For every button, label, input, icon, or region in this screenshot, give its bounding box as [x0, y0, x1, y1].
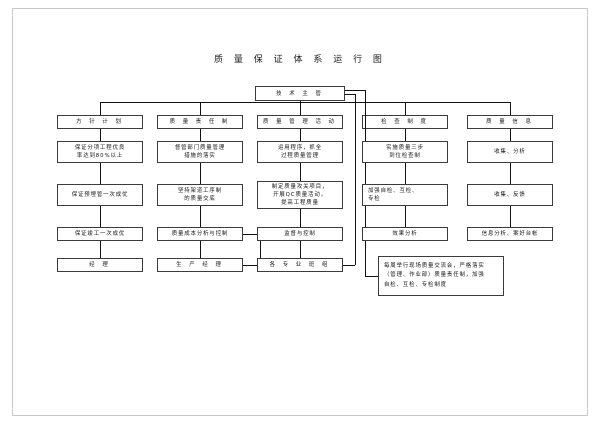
connector-bus-to-col3: [300, 102, 301, 115]
node-top-technical-director: 技 术 主 管: [255, 86, 345, 101]
node-c3-3-label: 监督与控制: [284, 231, 316, 237]
connector-feedback-riser: [355, 94, 356, 265]
node-c1-footer-label: 经 理: [89, 262, 111, 268]
connector-feedback-into-top: [345, 94, 355, 95]
node-c4-1-label: 实施质量三步 到位检查制: [386, 145, 424, 159]
column-header-5-label: 质 量 信 息: [486, 119, 534, 125]
column-header-4: 检 查 制 度: [362, 115, 448, 129]
node-c3-2-label: 制定质量攻关项目， 开展QC质量活动， 提高工程质量: [271, 184, 329, 206]
node-c5-3: 信息分析、案好台帐: [467, 227, 553, 241]
connector-main-bus: [100, 102, 510, 103]
connector-c3-n2-n3: [300, 209, 301, 227]
connector-note-out-top: [345, 90, 365, 91]
node-c5-1-label: 收集、分析: [494, 149, 526, 155]
node-c2-2-label: 坚持架道工序制 的质量交底: [177, 188, 223, 202]
connector-c5-h-n1: [510, 129, 511, 141]
node-c2-footer-label: 生 产 经 理: [176, 262, 224, 268]
node-c3-3: 监督与控制: [257, 227, 343, 241]
node-top-label: 技 术 主 管: [276, 90, 324, 97]
page-border: [12, 8, 588, 416]
connector-c2-n2-n3: [200, 206, 201, 227]
connector-bus-to-col4: [405, 102, 406, 115]
connector-c1-n3-footer: [100, 241, 101, 258]
column-header-5: 质 量 信 息: [467, 115, 553, 129]
node-c5-2-label: 收集、反馈: [494, 192, 526, 198]
node-c1-2: 保证预埋管一次成优: [57, 184, 143, 206]
column-header-3-label: 质 量 管 理 活 动: [263, 119, 337, 125]
connector-c2-riser-to-c3: [243, 234, 260, 235]
node-c2-footer: 生 产 经 理: [157, 258, 243, 272]
connector-c2-n1-n2: [200, 163, 201, 184]
node-c2-2: 坚持架道工序制 的质量交底: [157, 184, 243, 206]
connector-bus-to-col1: [100, 102, 101, 115]
node-c2-1: 督管部门质量管理 措施的落实: [157, 141, 243, 163]
node-c5-1: 收集、分析: [467, 141, 553, 163]
connector-c3-n1-n2: [300, 163, 301, 181]
connector-bus-to-col5: [510, 102, 511, 115]
connector-c1-n2-n3: [100, 206, 101, 227]
node-c4-1: 实施质量三步 到位检查制: [362, 141, 448, 163]
node-c4-3-label: 效果分析: [392, 231, 418, 237]
node-c5-3-label: 信息分析、案好台帐: [481, 231, 539, 237]
node-c4-2-label: 加强自检、互检、 专检: [368, 188, 419, 202]
node-c1-1: 保证分项工程优良 率达到80%以上: [57, 141, 143, 163]
node-c3-1-label: 运用程序，抓全 过程质量管理: [277, 145, 323, 159]
node-c1-1-label: 保证分项工程优良 率达到80%以上: [74, 145, 126, 159]
connector-c1-n1-n2: [100, 163, 101, 184]
node-c3-1: 运用程序，抓全 过程质量管理: [257, 141, 343, 163]
node-c1-3: 保证竣工一次成优: [57, 227, 143, 241]
column-header-1: 方 针 计 划: [57, 115, 143, 129]
note-box: 每周举行现场质量交流会，严格落实 （管理、作业部）质量责任制，加强 自检、互检、…: [378, 256, 504, 296]
node-c2-3-label: 质量成本分析与控制: [171, 231, 229, 237]
node-c2-1-label: 督管部门质量管理 措施的落实: [174, 145, 226, 159]
node-c4-2: 加强自检、互检、 专检: [362, 184, 448, 206]
column-header-1-label: 方 针 计 划: [76, 119, 124, 125]
node-c3-footer: 各 专 业 班 组: [257, 258, 343, 272]
connector-feedback-out: [343, 265, 355, 266]
column-header-4-label: 检 查 制 度: [381, 119, 429, 125]
node-c4-3: 效果分析: [362, 227, 448, 241]
column-header-3: 质 量 管 理 活 动: [257, 115, 343, 129]
connector-c4-n2-n3: [405, 206, 406, 227]
column-header-2-label: 质 量 责 任 制: [169, 119, 231, 125]
connector-c1-h-n1: [100, 129, 101, 141]
connector-c5-n2-n3: [510, 206, 511, 227]
node-c3-footer-label: 各 专 业 班 组: [269, 262, 331, 268]
connector-c4-h-n1: [405, 129, 406, 141]
connector-c3-n3-footer: [300, 241, 301, 258]
connector-c5-n1-n2: [510, 163, 511, 184]
note-box-label: 每周举行现场质量交流会，严格落实 （管理、作业部）质量责任制，加强 自检、互检、…: [384, 262, 485, 288]
connector-c2-footer-riser: [260, 234, 261, 265]
connector-c2-n3-footer: [200, 241, 201, 258]
node-c3-2: 制定质量攻关项目， 开展QC质量活动， 提高工程质量: [257, 181, 343, 209]
connector-note-riser: [365, 90, 366, 276]
connector-c4-n1-n2: [405, 163, 406, 184]
connector-c3-h-n1: [300, 129, 301, 141]
connector-c2-footer-right: [243, 265, 260, 266]
page-title: 质 量 保 证 体 系 运 行 图: [214, 55, 386, 65]
connector-bus-to-col2: [200, 102, 201, 115]
connector-note-into-box: [365, 276, 378, 277]
column-header-2: 质 量 责 任 制: [157, 115, 243, 129]
node-c1-3-label: 保证竣工一次成优: [74, 231, 126, 237]
node-c2-3: 质量成本分析与控制: [157, 227, 243, 241]
connector-c2-h-n1: [200, 129, 201, 141]
node-c1-footer: 经 理: [57, 258, 143, 272]
node-c5-2: 收集、反馈: [467, 184, 553, 206]
node-c1-2-label: 保证预埋管一次成优: [71, 192, 129, 198]
